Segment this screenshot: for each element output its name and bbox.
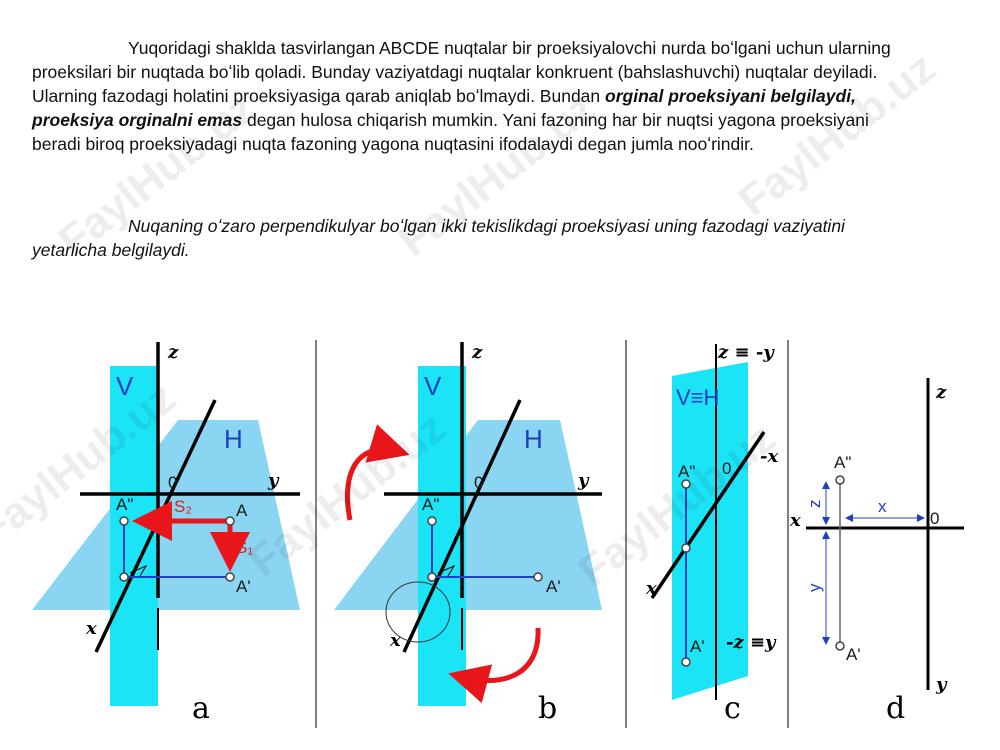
axis-x-label: x: [389, 630, 401, 651]
figure-b-caption: b: [538, 691, 557, 726]
axis-y-label: y: [935, 674, 948, 695]
point-a1: [835, 641, 845, 651]
ray-s2-label: S₂: [174, 497, 192, 516]
rotation-arrow-top: [344, 424, 410, 521]
origin-label: 0: [474, 473, 483, 492]
figure-b: V H z y x 0 A" A' b: [334, 342, 602, 726]
right-angle-mark: [437, 564, 456, 577]
point-a1: [533, 572, 543, 582]
point-a1-label: A': [546, 577, 561, 596]
point-ax: [681, 543, 691, 553]
axis-x-label: x: [789, 510, 801, 531]
plane-h-label: H: [524, 424, 543, 454]
paragraph-2: Nuqaning oʻzaro perpendikulyar boʻlgan i…: [32, 214, 922, 262]
plane-h: [32, 420, 300, 610]
point-a1-label: A': [690, 637, 705, 656]
point-a2-label: A": [116, 495, 133, 514]
rotation-circle: [385, 581, 451, 643]
right-angle-mark: [129, 564, 148, 577]
paragraph-1-lead: Yuqoridagi shaklda tasvirlangan ABCDE nu…: [32, 38, 891, 106]
point-a1-label: A': [846, 645, 861, 664]
axis-x-label: x: [85, 618, 97, 639]
rotation-arrow-bottom: [448, 627, 541, 704]
figure-c-caption: c: [724, 691, 741, 726]
point-a1: [681, 657, 691, 667]
origin-label: 0: [930, 509, 939, 528]
axis-z-label: z: [167, 342, 179, 363]
point-a2-label: A": [678, 462, 695, 481]
plane-v-label: V: [424, 371, 442, 401]
point-a2: [427, 516, 437, 526]
figure-a-caption: a: [192, 691, 210, 726]
plane-vh-label: V≡H: [676, 385, 719, 410]
point-ax: [119, 572, 129, 582]
axis-x-label: x: [645, 578, 657, 599]
point-ax: [427, 572, 437, 582]
paragraph-1: Yuqoridagi shaklda tasvirlangan ABCDE nu…: [32, 36, 922, 156]
point-a2: [835, 475, 845, 485]
ray-s1-label: S₁: [236, 538, 253, 557]
dim-x-label: x: [878, 497, 887, 516]
paragraph-1-emphasis: orginal proeksiyani belgilaydi, proeksiy…: [32, 86, 856, 130]
dim-y-label: y: [805, 583, 824, 592]
plane-vh: [672, 362, 748, 700]
point-a1: [225, 572, 235, 582]
origin-label: 0: [722, 459, 731, 478]
axis-y-label: y: [577, 470, 590, 491]
axis-z-label: z: [471, 342, 483, 363]
dim-z-label: z: [805, 500, 824, 509]
plane-v-label: V: [116, 371, 134, 401]
point-a2: [681, 479, 691, 489]
point-a: [225, 516, 235, 526]
point-a2: [119, 516, 129, 526]
paragraph-2-text: Nuqaning oʻzaro perpendikulyar boʻlgan i…: [32, 216, 845, 260]
point-a2-label: A": [422, 495, 439, 514]
axis-x-line: [402, 399, 522, 653]
point-a2-label: A": [834, 453, 851, 472]
figure-a: V H z y x 0 A" A A' S₂ S₁ a: [32, 342, 300, 726]
axis-x-line: [650, 431, 766, 599]
origin-label: 0: [168, 473, 177, 492]
figure-d: z x y 0 A" A' x z y d: [789, 378, 964, 726]
paragraph-1-tail: degan hulosa chiqarish mumkin. Yani fazo…: [32, 110, 869, 154]
point-a-label: A: [236, 501, 248, 520]
point-a1-label: A': [236, 577, 251, 596]
plane-h-label: H: [224, 424, 243, 454]
axis-top-label: z ≡ -y: [717, 342, 775, 363]
axis-y-label: y: [267, 470, 280, 491]
figure-c: V≡H z ≡ -y -x x -z ≡y 0 A" A' c: [645, 342, 778, 726]
figure-d-caption: d: [886, 691, 905, 726]
axis-neg-x-label: -x: [760, 446, 778, 467]
axis-z-label: z: [935, 382, 947, 403]
axis-bottom-label: -z ≡y: [726, 632, 777, 653]
